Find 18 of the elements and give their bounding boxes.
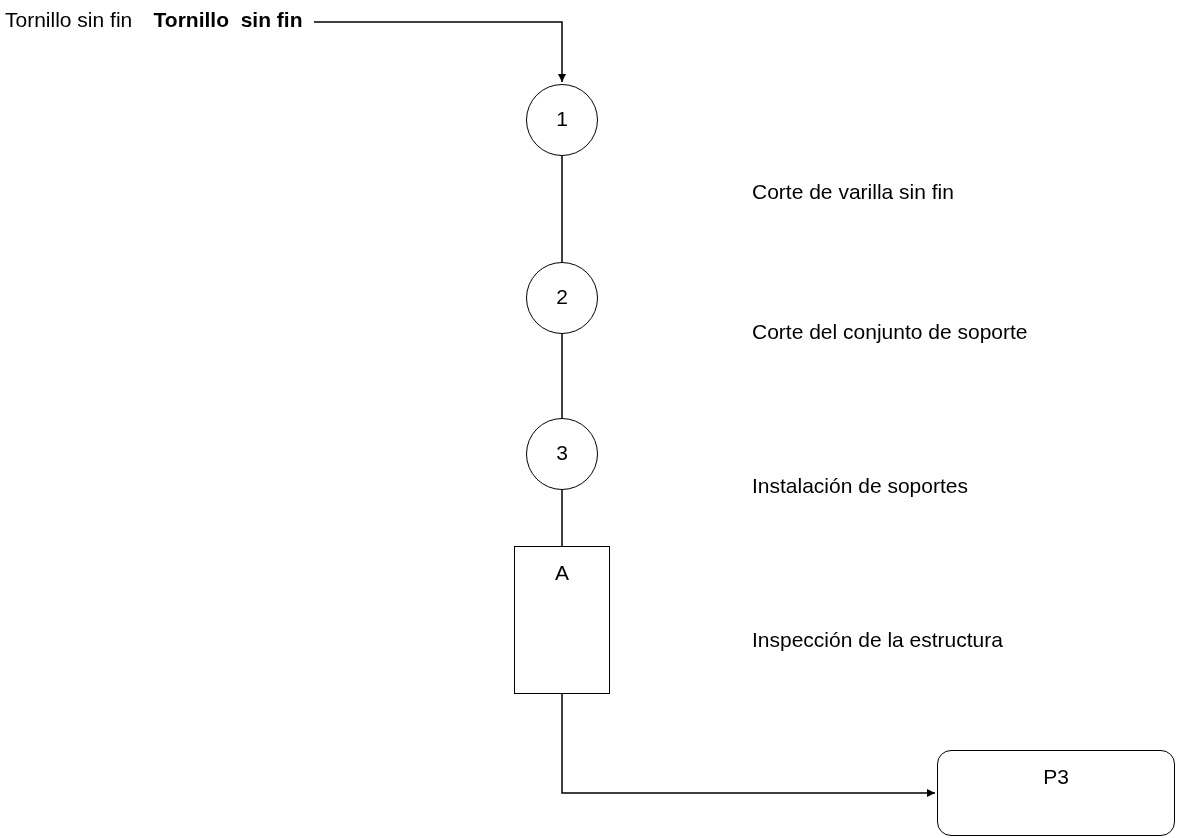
arrow xyxy=(561,693,936,797)
node-label: 3 xyxy=(556,441,568,465)
connector-line xyxy=(561,155,563,263)
step-description: Corte de varilla sin fin xyxy=(752,180,954,204)
material-label: Tornillo sin fin xyxy=(5,8,133,32)
step-description: Corte del conjunto de soporte xyxy=(752,320,1028,344)
node-label: P3 xyxy=(1043,765,1069,789)
node-label: 1 xyxy=(556,107,568,131)
step-description: Instalación de soportes xyxy=(752,474,968,498)
node-label: A xyxy=(555,561,569,585)
connector-line xyxy=(561,489,563,547)
connector-line xyxy=(561,333,563,419)
step-description: Inspección de la estructura xyxy=(752,628,1003,652)
node-label: 2 xyxy=(556,285,568,309)
storage-box xyxy=(937,750,1175,836)
inspection-box xyxy=(514,546,610,694)
arrow xyxy=(313,21,566,83)
material-label: Tornillo sin fin xyxy=(153,8,303,32)
